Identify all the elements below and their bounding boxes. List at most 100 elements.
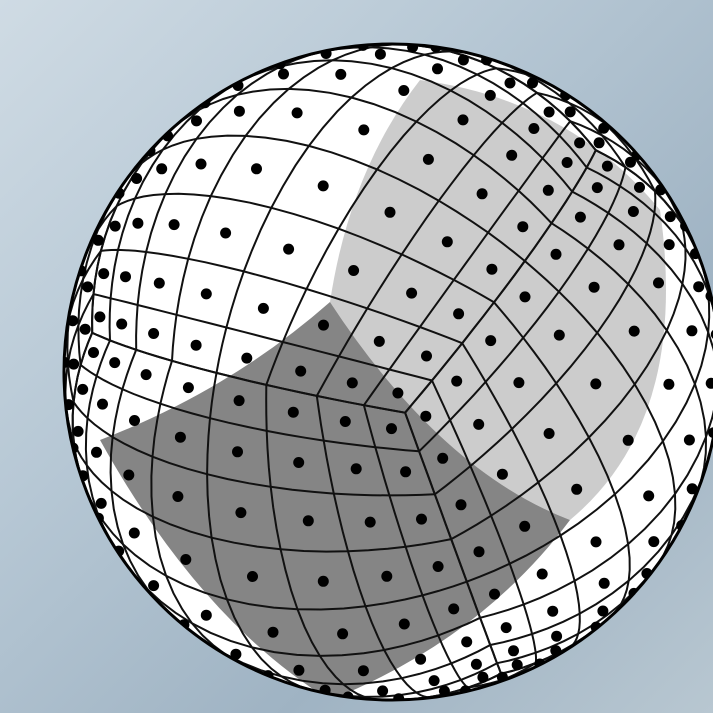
cell-center-dot: [628, 206, 639, 217]
cell-center-dot: [96, 498, 107, 509]
cell-center-dot: [528, 123, 539, 134]
cell-center-dot: [292, 107, 303, 118]
cell-center-dot: [574, 137, 585, 148]
cell-center-dot: [501, 622, 512, 633]
cell-center-dot: [358, 665, 369, 676]
cell-center-dot: [68, 359, 79, 370]
cell-center-dot: [451, 376, 462, 387]
cell-center-dot: [220, 228, 231, 239]
cell-center-dot: [141, 369, 152, 380]
cell-center-dot: [77, 384, 88, 395]
cell-center-dot: [258, 303, 269, 314]
cell-center-dot: [420, 411, 431, 422]
cell-center-dot: [544, 107, 555, 118]
cell-center-dot: [351, 463, 362, 474]
cell-center-dot: [98, 268, 109, 279]
cell-center-dot: [398, 85, 409, 96]
cell-center-dot: [247, 571, 258, 582]
cell-center-dot: [91, 447, 102, 458]
cell-center-dot: [335, 69, 346, 80]
cell-center-dot: [594, 137, 605, 148]
cell-center-dot: [458, 114, 469, 125]
cell-center-dot: [234, 395, 245, 406]
cell-center-dot: [183, 382, 194, 393]
cell-center-dot: [477, 188, 488, 199]
cell-center-dot: [634, 182, 645, 193]
cell-center-dot: [433, 561, 444, 572]
cell-center-dot: [520, 291, 531, 302]
cell-center-dot: [365, 517, 376, 528]
cell-center-dot: [191, 340, 202, 351]
cell-center-dot: [648, 536, 659, 547]
cell-center-dot: [400, 466, 411, 477]
cell-center-dot: [461, 636, 472, 647]
cell-center-dot: [201, 288, 212, 299]
cell-center-dot: [448, 603, 459, 614]
cell-center-dot: [348, 265, 359, 276]
cell-center-dot: [591, 536, 602, 547]
cell-center-dot: [293, 457, 304, 468]
cell-center-dot: [562, 157, 573, 168]
cell-center-dot: [575, 212, 586, 223]
cell-center-dot: [340, 416, 351, 427]
cell-center-dot: [629, 326, 640, 337]
cell-center-dot: [474, 546, 485, 557]
cell-center-dot: [497, 469, 508, 480]
cell-center-dot: [318, 180, 329, 191]
cell-center-dot: [551, 249, 562, 260]
cell-center-dot: [423, 154, 434, 165]
cell-center-dot: [664, 239, 675, 250]
cell-center-dot: [172, 491, 183, 502]
cell-center-dot: [386, 423, 397, 434]
cell-center-dot: [665, 211, 676, 222]
cell-center-dot: [415, 654, 426, 665]
cell-center-dot: [374, 336, 385, 347]
cell-center-dot: [88, 347, 99, 358]
cell-center-dot: [132, 218, 143, 229]
cell-center-dot: [283, 244, 294, 255]
cell-center-dot: [554, 330, 565, 341]
cell-center-dot: [432, 63, 443, 74]
cell-center-dot: [303, 515, 314, 526]
cell-center-dot: [175, 432, 186, 443]
cell-center-dot: [385, 207, 396, 218]
cell-center-dot: [392, 388, 403, 399]
cell-center-dot: [614, 239, 625, 250]
cell-center-dot: [347, 377, 358, 388]
cell-center-dot: [293, 665, 304, 676]
cell-center-dot: [547, 606, 558, 617]
cell-center-dot: [268, 627, 279, 638]
cell-center-dot: [453, 308, 464, 319]
cell-center-dot: [623, 435, 634, 446]
cell-center-dot: [485, 335, 496, 346]
cell-center-dot: [544, 428, 555, 439]
cell-center-dot: [437, 453, 448, 464]
cell-center-dot: [456, 499, 467, 510]
cell-center-dot: [241, 353, 252, 364]
cell-center-dot: [551, 631, 562, 642]
cell-center-dot: [537, 569, 548, 580]
cell-center-dot: [399, 619, 410, 630]
cell-center-dot: [120, 271, 131, 282]
cell-center-dot: [131, 173, 142, 184]
cell-center-dot: [318, 320, 329, 331]
cell-center-dot: [73, 426, 84, 437]
cell-center-dot: [471, 659, 482, 670]
cell-center-dot: [406, 288, 417, 299]
cell-center-dot: [506, 150, 517, 161]
cell-center-dot: [508, 645, 519, 656]
cell-center-dot: [592, 182, 603, 193]
cell-center-dot: [505, 78, 516, 89]
cell-center-dot: [318, 576, 329, 587]
cell-center-dot: [82, 281, 93, 292]
cell-center-dot: [663, 379, 674, 390]
cell-center-dot: [589, 282, 600, 293]
cell-center-dot: [169, 219, 180, 230]
cell-center-dot: [519, 521, 530, 532]
cell-center-dot: [416, 514, 427, 525]
cell-center-dot: [421, 351, 432, 362]
cell-center-dot: [381, 571, 392, 582]
cell-center-dot: [375, 49, 386, 60]
cell-center-dot: [513, 377, 524, 388]
